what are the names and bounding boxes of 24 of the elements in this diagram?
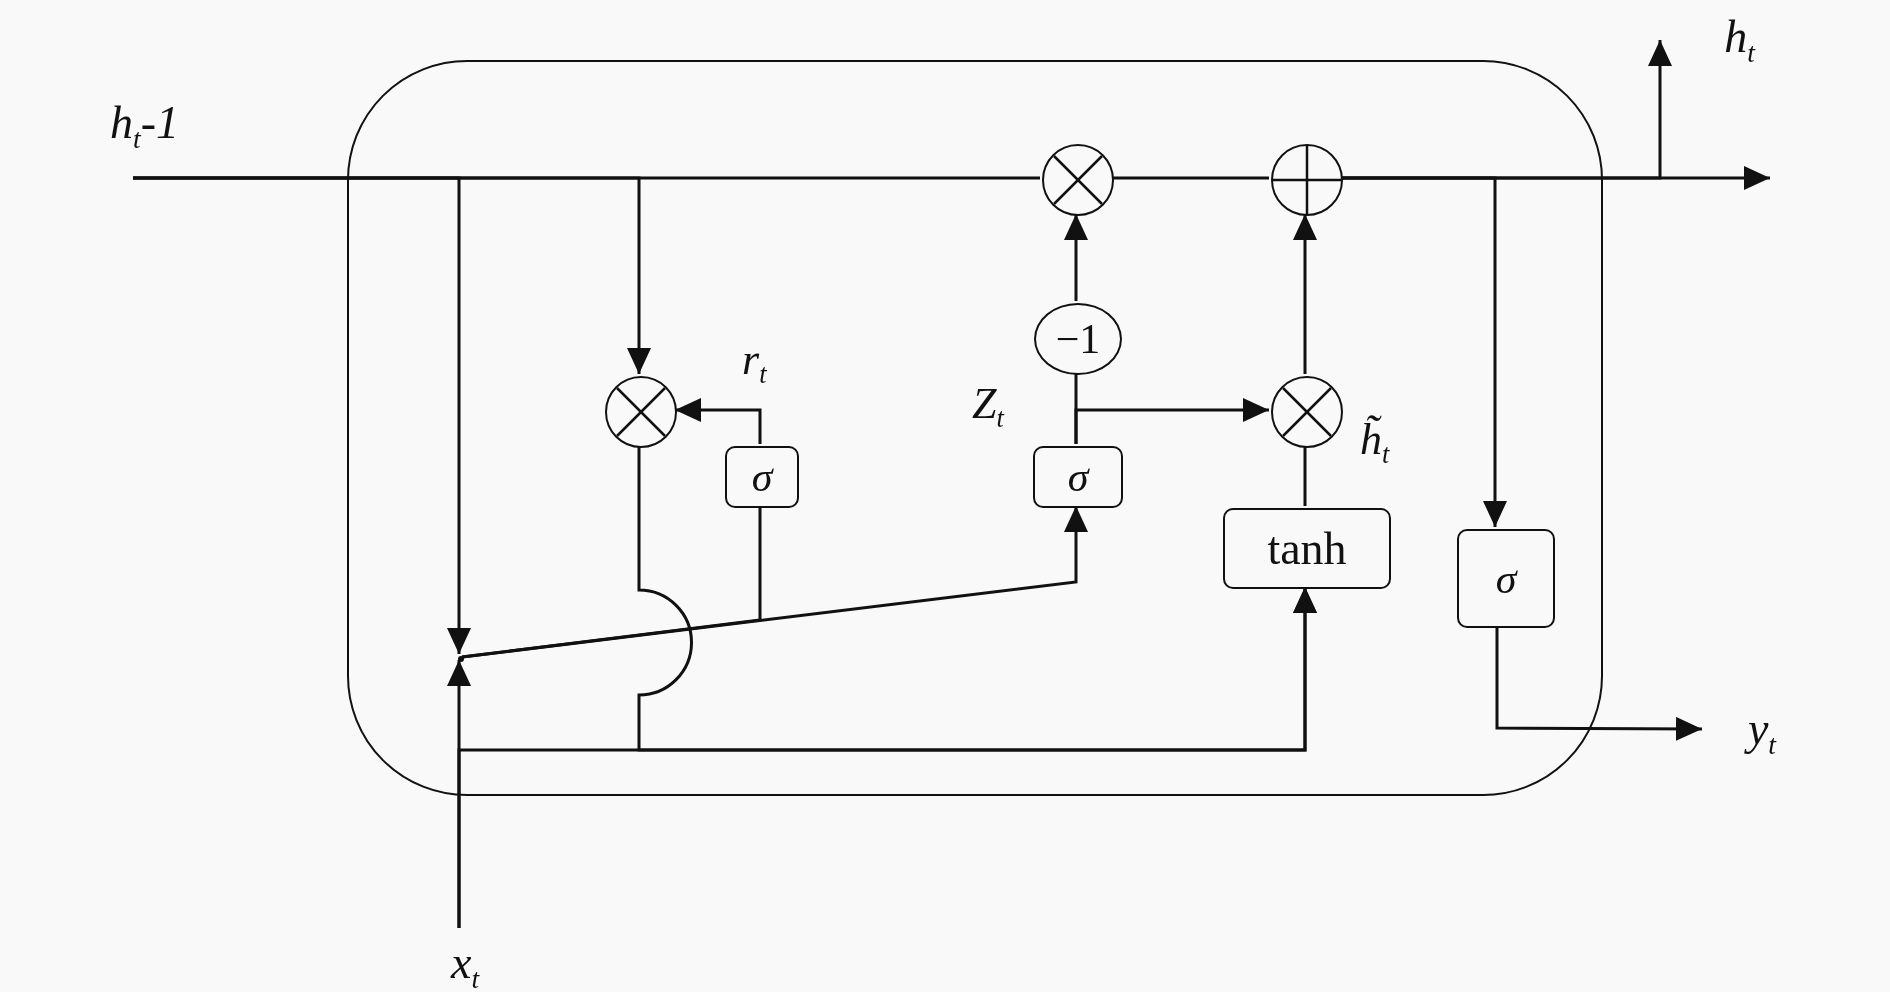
gate-label: σ	[751, 456, 773, 498]
gate-label: −1	[1055, 318, 1101, 360]
cell-boundary	[347, 60, 1603, 796]
junction-point	[458, 656, 464, 662]
gate-label: σ	[1495, 557, 1517, 600]
variable-label: r$_{t}$	[742, 338, 767, 382]
gate-label: tanh	[1267, 525, 1347, 572]
sigmoid-box	[1457, 529, 1555, 628]
variable-label: h$_{t}$-1	[110, 100, 220, 178]
arrow	[675, 398, 762, 444]
variable-label: Z$_{t}$	[972, 382, 1004, 426]
arrow	[1293, 214, 1317, 374]
arrow	[1495, 626, 1702, 741]
variable-label: h$_{t}$	[1660, 14, 1755, 66]
sigmoid-box	[1033, 446, 1123, 508]
arrow	[457, 587, 1317, 928]
arrow	[1074, 398, 1269, 444]
sigmoid-box	[725, 446, 799, 508]
tanh-box	[1223, 508, 1391, 589]
variable-label: x$_{t}$	[430, 928, 500, 986]
gate-label: σ	[1067, 456, 1089, 498]
variable-label: y$_{t}$	[1702, 704, 1776, 754]
arrow	[1064, 214, 1088, 301]
arrow	[1341, 176, 1507, 527]
